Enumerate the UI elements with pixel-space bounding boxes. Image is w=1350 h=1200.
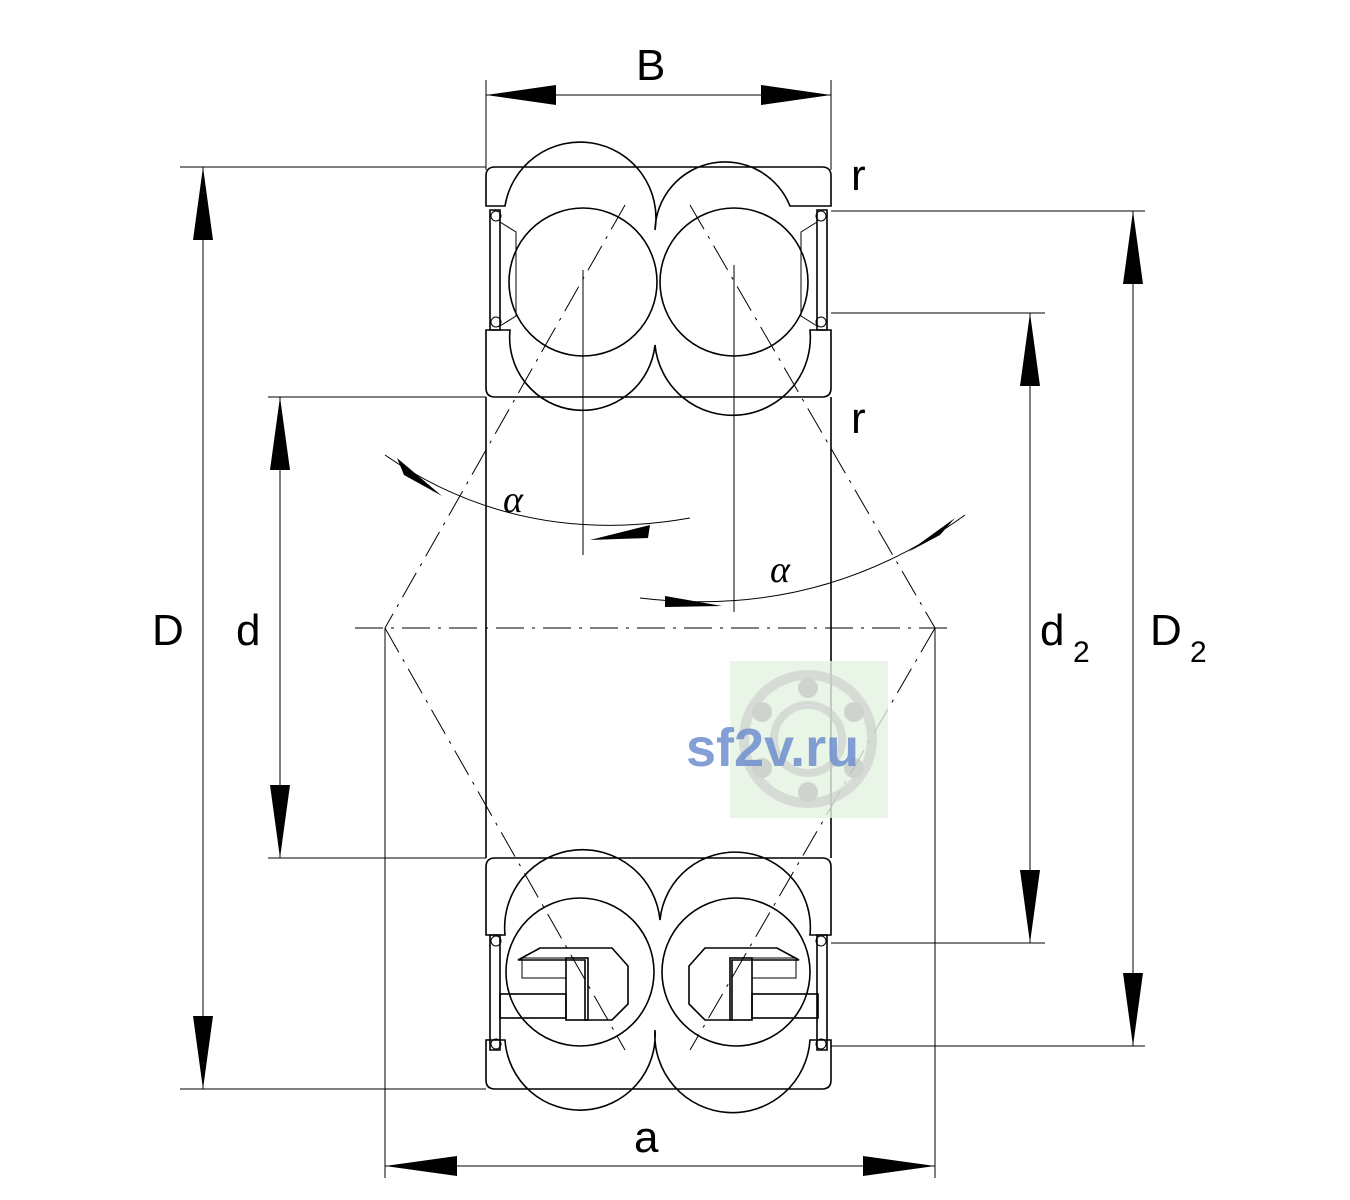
label-alpha-right: α	[770, 549, 791, 591]
outer-ring-bottom	[485, 1029, 832, 1114]
dimension-b	[486, 85, 831, 105]
label-d2-outer: D	[1150, 606, 1182, 655]
contact-angle-right	[639, 514, 966, 607]
ball-bottom-left	[505, 897, 655, 1047]
outer-ring-top	[485, 141, 832, 231]
extension-lines	[180, 80, 1145, 1178]
label-d2-sub: 2	[1073, 636, 1090, 669]
seal-top-right	[800, 209, 828, 331]
watermark: sf2v.ru	[686, 661, 888, 818]
label-r-bore: r	[851, 394, 866, 443]
label-b: B	[636, 41, 665, 90]
inner-ring-top	[485, 329, 832, 417]
label-d-outer: D	[152, 606, 184, 655]
dimension-d-outer	[193, 167, 213, 1089]
cage-bottom-right	[688, 947, 819, 1021]
watermark-text: sf2v.ru	[686, 718, 859, 778]
label-d2-outer-sub: 2	[1190, 636, 1207, 669]
seal-top-left	[489, 209, 517, 331]
dimension-d2	[1020, 313, 1040, 943]
dimension-d2-outer	[1123, 211, 1143, 1046]
cage-bottom-left	[499, 947, 629, 1021]
contact-angle-left	[384, 454, 691, 540]
pressure-lines	[384, 204, 936, 1051]
label-r-top: r	[851, 151, 866, 200]
label-a: a	[634, 1113, 659, 1162]
dimension-a	[385, 1156, 935, 1176]
bearing-logo-icon	[739, 670, 877, 808]
seal-bottom-right	[815, 934, 828, 1051]
inner-ring-bottom	[485, 848, 832, 936]
label-d-bore: d	[236, 606, 260, 655]
dimension-d-bore	[270, 397, 290, 858]
seal-bottom-left	[489, 934, 502, 1051]
label-alpha-left: α	[503, 479, 524, 521]
ball-bottom-right	[661, 897, 811, 1047]
label-d2: d	[1040, 606, 1064, 655]
